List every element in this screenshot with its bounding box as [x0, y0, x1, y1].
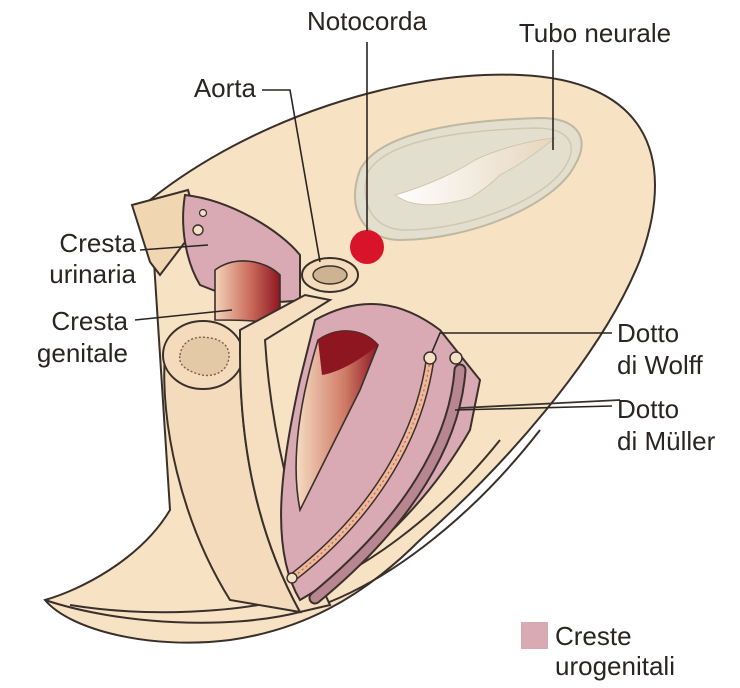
- label-notocorda: Notocorda: [307, 6, 427, 36]
- mullerian-duct-opening: [450, 352, 462, 364]
- label-dotto-wolff-2: di Wolff: [617, 350, 704, 380]
- legend-swatch-urogenital: [521, 622, 548, 649]
- label-dotto-muller-1: Dotto: [617, 394, 679, 424]
- label-dotto-muller-2: di Müller: [617, 426, 716, 456]
- legend-line-1: Creste: [555, 621, 632, 651]
- label-cresta-urinaria-1: Cresta: [59, 228, 136, 258]
- mesonephric-tubule-left: [193, 225, 203, 235]
- label-dotto-wolff-1: Dotto: [617, 318, 679, 348]
- mesonephric-tubule-left-small: [200, 210, 207, 217]
- label-aorta: Aorta: [194, 73, 257, 103]
- gut-lumen: [180, 337, 229, 375]
- notochord: [350, 230, 384, 264]
- label-cresta-genitale-1: Cresta: [51, 306, 128, 336]
- label-cresta-genitale-2: genitale: [37, 338, 128, 368]
- aorta-lumen: [313, 266, 347, 284]
- label-tubo-neurale: Tubo neurale: [519, 18, 671, 48]
- label-cresta-urinaria-2: urinaria: [49, 259, 136, 289]
- wolffian-duct-opening: [424, 352, 436, 364]
- wolffian-duct-end: [287, 573, 297, 583]
- legend-line-2: urogenitali: [555, 651, 675, 681]
